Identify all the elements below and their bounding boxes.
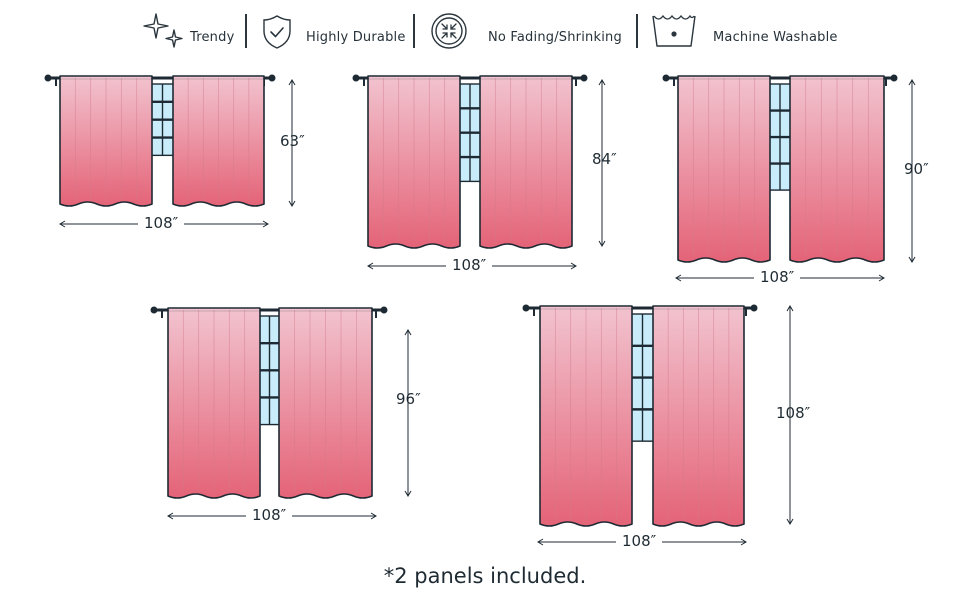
height-dimension-arrow xyxy=(598,79,606,247)
curtain-panel-right xyxy=(172,75,265,207)
length-label: 96″ xyxy=(396,390,421,408)
height-dimension-arrow xyxy=(908,79,916,263)
curtain-size-90: 90″ 108″ xyxy=(660,70,960,290)
length-label: 108″ xyxy=(776,404,811,422)
curtain-panel-left xyxy=(677,75,771,263)
window xyxy=(147,83,178,157)
no-fading-icon xyxy=(431,13,467,49)
curtain-size-84: 84″ 108″ xyxy=(350,70,630,280)
curtain-illustration xyxy=(522,304,794,546)
curtain-size-63: 63″ 108″ xyxy=(40,70,310,240)
curtain-panel-left xyxy=(167,307,261,499)
height-dimension-arrow xyxy=(288,79,296,207)
width-label: 108″ xyxy=(138,214,185,232)
curtain-panel-left xyxy=(59,75,153,207)
machine-wash-icon xyxy=(652,14,696,47)
curtain-panel-left xyxy=(539,305,633,527)
curtain-illustration xyxy=(44,74,296,228)
curtain-illustration xyxy=(662,74,916,282)
curtain-panel-left xyxy=(367,75,461,249)
feature-label-machine-washable: Machine Washable xyxy=(713,30,838,45)
width-label: 108″ xyxy=(446,256,493,274)
curtain-size-108: 108″ 108″ xyxy=(520,298,820,558)
width-label: 108″ xyxy=(616,532,663,550)
length-label: 84″ xyxy=(592,150,617,168)
feature-label-trendy: Trendy xyxy=(190,30,235,45)
feature-label-no-fading: No Fading/Shrinking xyxy=(488,30,622,45)
curtain-panel-right xyxy=(652,305,745,527)
height-dimension-arrow xyxy=(404,329,412,497)
divider xyxy=(413,14,415,48)
curtain-illustration xyxy=(352,74,606,270)
curtain-panel-right xyxy=(479,75,573,249)
divider xyxy=(245,14,247,48)
width-label: 108″ xyxy=(246,506,293,524)
feature-label-highly-durable: Highly Durable xyxy=(306,30,406,45)
feature-strip: Trendy Highly Durable No Fading/Shrinkin… xyxy=(0,8,970,52)
length-label: 90″ xyxy=(904,160,929,178)
width-label: 108″ xyxy=(754,268,801,286)
window xyxy=(627,313,658,442)
shield-check-icon xyxy=(263,15,291,49)
curtain-illustration xyxy=(150,306,412,520)
footnote: *2 panels included. xyxy=(383,564,587,588)
curtain-panel-right xyxy=(278,307,373,499)
curtain-panel-right xyxy=(789,75,885,263)
divider xyxy=(636,14,638,48)
sparkle-icon xyxy=(143,13,183,48)
curtain-size-96: 96″ 108″ xyxy=(148,300,448,530)
height-dimension-arrow xyxy=(786,305,794,525)
length-label: 63″ xyxy=(280,132,305,150)
